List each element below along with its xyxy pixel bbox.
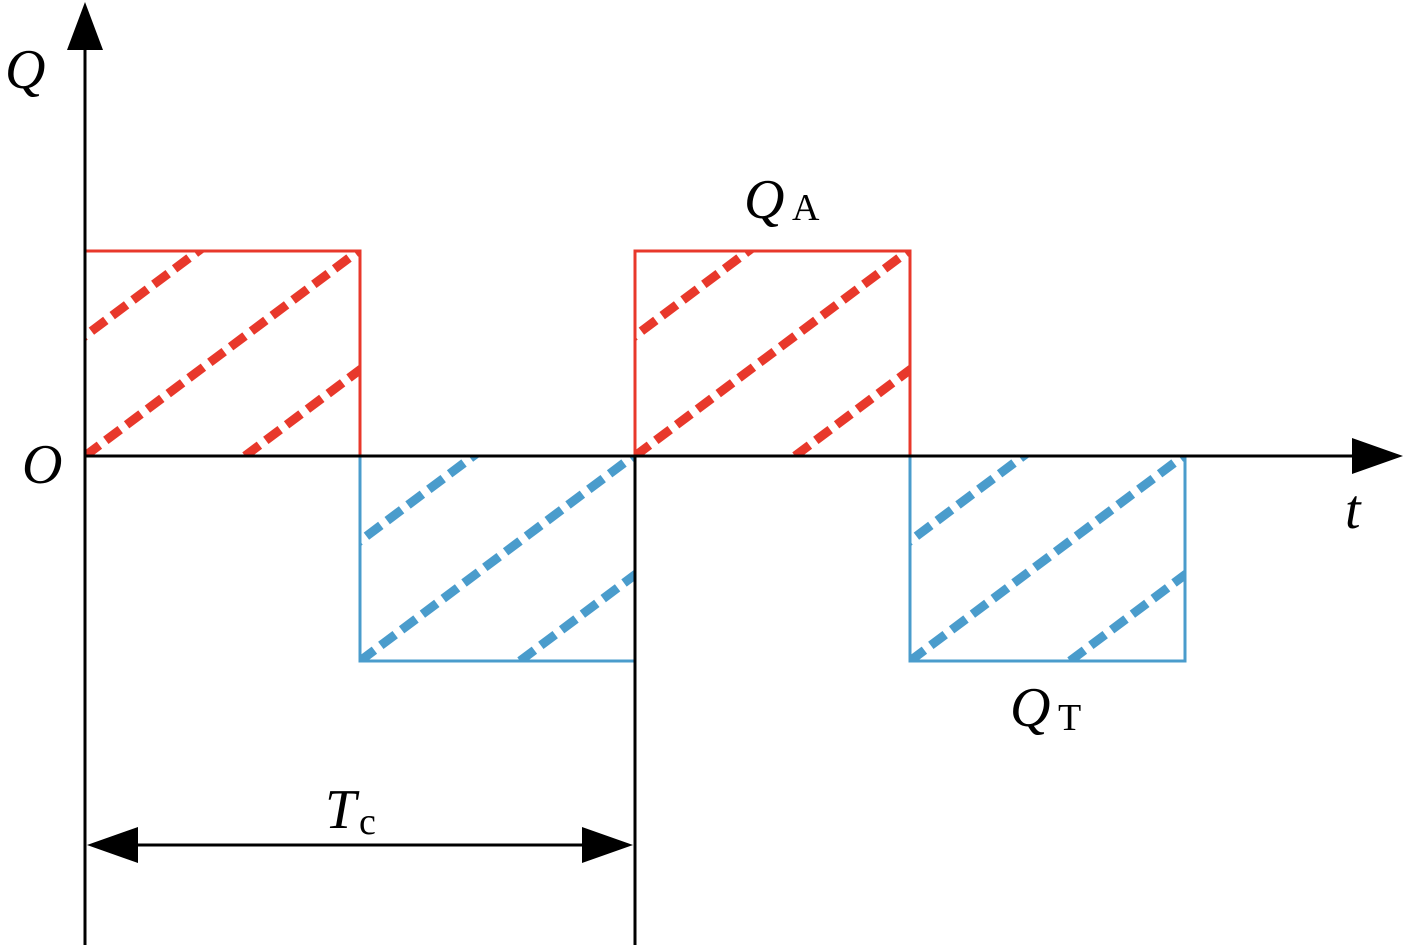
qt-label-sub: T <box>1058 697 1081 739</box>
pulse-qa-1 <box>0 156 362 458</box>
hatch-line <box>680 361 1080 661</box>
period-label-main: T <box>325 779 360 841</box>
hatch-line <box>590 361 990 661</box>
hatch-line <box>0 156 5 456</box>
hatch-line <box>1067 569 1185 661</box>
y-axis-arrowhead <box>67 2 103 50</box>
hatch-line <box>1390 361 1405 661</box>
hatch-line <box>315 156 715 456</box>
pulse-qt-2 <box>0 361 1240 663</box>
hatch-line <box>840 361 1240 661</box>
hatch-line <box>85 251 206 342</box>
hatch-line <box>910 456 1031 547</box>
x-axis-label: t <box>1345 479 1362 541</box>
hatch-line <box>430 361 830 661</box>
hatch-line <box>155 156 555 456</box>
hatch-line <box>635 251 756 342</box>
qa-label: Q A <box>744 169 820 231</box>
hatch-line <box>0 361 280 661</box>
hatch-line <box>1230 361 1405 661</box>
pulse-qt-4 <box>430 361 1405 663</box>
pulse-group <box>0 156 1405 663</box>
axes <box>67 2 1403 945</box>
period-arrow-left-head <box>87 827 138 863</box>
hatch-line <box>85 251 360 456</box>
hatch-line <box>0 156 165 456</box>
qa-label-sub: A <box>792 187 820 229</box>
hatch-line <box>955 156 1355 456</box>
qt-label: Q T <box>1010 677 1081 739</box>
y-axis-label: Q <box>5 39 45 101</box>
hatch-line <box>1115 156 1405 456</box>
hatch-line <box>360 456 635 661</box>
hatch-line <box>910 456 1185 661</box>
period-label-sub: c <box>359 801 376 843</box>
hatch-line <box>517 569 635 661</box>
hatch-line <box>40 361 440 661</box>
hatch-fill <box>155 156 1405 456</box>
qt-label-main: Q <box>1010 677 1050 739</box>
period-label: T c <box>325 779 376 843</box>
hatch-fill <box>0 361 1240 661</box>
qa-label-main: Q <box>744 169 784 231</box>
period-arrow-right-head <box>582 827 633 863</box>
origin-label: O <box>22 434 62 496</box>
hatch-line <box>242 364 360 456</box>
hatch-line <box>360 456 481 547</box>
x-axis-arrowhead <box>1352 438 1403 474</box>
hatch-line <box>635 251 910 456</box>
hatch-line <box>792 364 910 456</box>
hatch-fill <box>0 156 360 456</box>
period-dimension <box>87 827 633 863</box>
hatch-fill <box>430 361 1405 661</box>
